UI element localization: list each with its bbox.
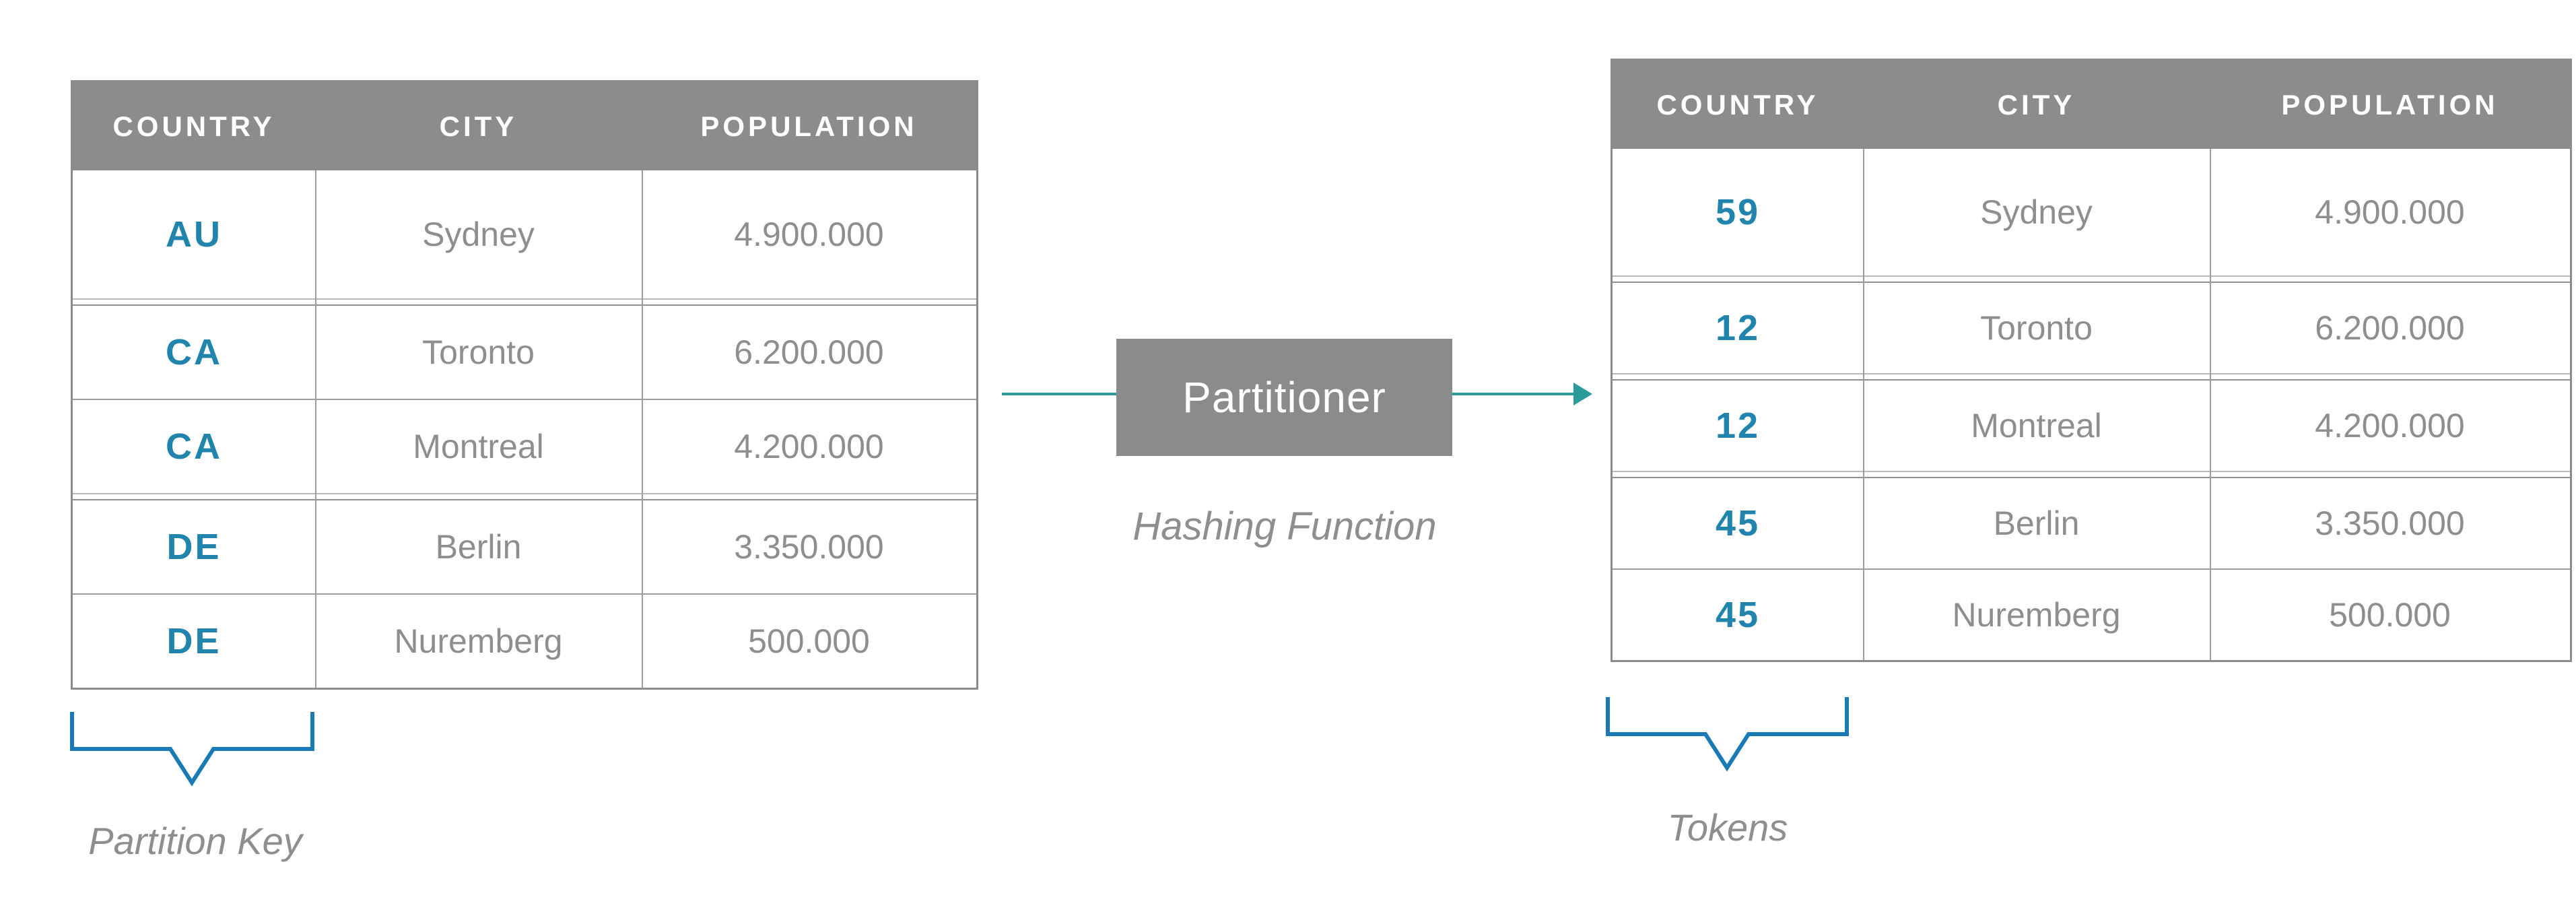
table-header-cell: CITY xyxy=(439,110,518,142)
table-row: 45 Nuremberg 500.000 xyxy=(1613,568,2570,660)
row-key-cell: DE xyxy=(166,527,222,567)
partition-group: AU Sydney 4.900.000 xyxy=(73,170,976,298)
row-city-cell: Berlin xyxy=(1993,504,2080,542)
row-key-cell: CA xyxy=(166,426,222,467)
partition-key-label: Partition Key xyxy=(88,820,302,862)
hashing-function-label: Hashing Function xyxy=(1132,504,1437,548)
table-row: 59 Sydney 4.900.000 xyxy=(1613,149,2570,275)
tokens-label: Tokens xyxy=(1667,806,1788,849)
column-separator-line xyxy=(642,170,643,688)
table-header-row: COUNTRY CITY POPULATION xyxy=(1613,61,2570,149)
partition-group-divider xyxy=(73,298,976,306)
row-key-cell: 59 xyxy=(1715,192,1761,232)
table-row: AU Sydney 4.900.000 xyxy=(73,170,976,298)
table-header-row: COUNTRY CITY POPULATION xyxy=(73,82,976,170)
table-row: 12 Montreal 4.200.000 xyxy=(1613,381,2570,471)
row-city-cell: Sydney xyxy=(422,216,535,253)
row-population-cell: 500.000 xyxy=(2329,596,2451,634)
table-header-cell: COUNTRY xyxy=(112,110,275,142)
table-row: DE Berlin 3.350.000 xyxy=(73,500,976,593)
row-key-cell: 45 xyxy=(1715,503,1761,544)
partition-group: 12 Toronto 6.200.000 xyxy=(1613,283,2570,373)
row-city-cell: Montreal xyxy=(1971,407,2102,445)
partitioner-label: Partitioner xyxy=(1182,373,1386,422)
table-header-cell: CITY xyxy=(1997,88,2076,121)
row-population-cell: 4.200.000 xyxy=(2315,407,2465,445)
partitioner-box: Partitioner xyxy=(1116,339,1452,456)
partition-group-divider xyxy=(1613,373,2570,381)
column-separator-line xyxy=(1863,149,1864,660)
tokens-table: COUNTRY CITY POPULATION 59 Sydney 4.900.000 12… xyxy=(1611,59,2572,662)
row-city-cell: Berlin xyxy=(435,528,522,566)
row-population-cell: 4.900.000 xyxy=(734,216,884,253)
arrowhead-icon xyxy=(1573,383,1592,405)
tokens-brace-icon xyxy=(1606,697,1849,772)
row-key-cell: DE xyxy=(166,621,222,661)
row-population-cell: 3.350.000 xyxy=(734,528,884,566)
row-population-cell: 500.000 xyxy=(748,622,870,660)
flow-arrow-line-right xyxy=(1452,393,1575,395)
table-row: 45 Berlin 3.350.000 xyxy=(1613,478,2570,568)
flow-arrow-line-left xyxy=(1002,393,1116,395)
row-key-cell: AU xyxy=(166,214,222,255)
row-city-cell: Toronto xyxy=(422,333,535,371)
table-row: DE Nuremberg 500.000 xyxy=(73,593,976,688)
partition-group-divider xyxy=(73,493,976,500)
partition-group-divider xyxy=(1613,471,2570,478)
table-row: 12 Toronto 6.200.000 xyxy=(1613,283,2570,373)
row-key-cell: CA xyxy=(166,332,222,372)
row-key-cell: 45 xyxy=(1715,595,1761,635)
partition-group: 12 Montreal 4.200.000 xyxy=(1613,381,2570,471)
row-key-cell: 12 xyxy=(1715,308,1761,348)
table-header-cell: POPULATION xyxy=(2281,88,2499,121)
row-key-cell: 12 xyxy=(1715,405,1761,446)
row-city-cell: Montreal xyxy=(413,428,544,465)
row-population-cell: 4.900.000 xyxy=(2315,193,2465,231)
table-row: CA Montreal 4.200.000 xyxy=(73,399,976,493)
row-city-cell: Sydney xyxy=(1980,193,2093,231)
row-population-cell: 3.350.000 xyxy=(2315,504,2465,542)
row-city-cell: Toronto xyxy=(1980,309,2093,347)
table-header-cell: POPULATION xyxy=(700,110,918,142)
row-city-cell: Nuremberg xyxy=(394,622,563,660)
table-header-cell: COUNTRY xyxy=(1656,88,1819,121)
row-population-cell: 6.200.000 xyxy=(734,333,884,371)
row-population-cell: 4.200.000 xyxy=(734,428,884,465)
partition-group-divider xyxy=(1613,275,2570,283)
row-population-cell: 6.200.000 xyxy=(2315,309,2465,347)
partition-key-brace-icon xyxy=(70,712,314,787)
partition-group: 59 Sydney 4.900.000 xyxy=(1613,149,2570,275)
table-row: CA Toronto 6.200.000 xyxy=(73,306,976,399)
column-separator-line xyxy=(315,170,316,688)
column-separator-line xyxy=(2210,149,2211,660)
row-city-cell: Nuremberg xyxy=(1952,596,2121,634)
